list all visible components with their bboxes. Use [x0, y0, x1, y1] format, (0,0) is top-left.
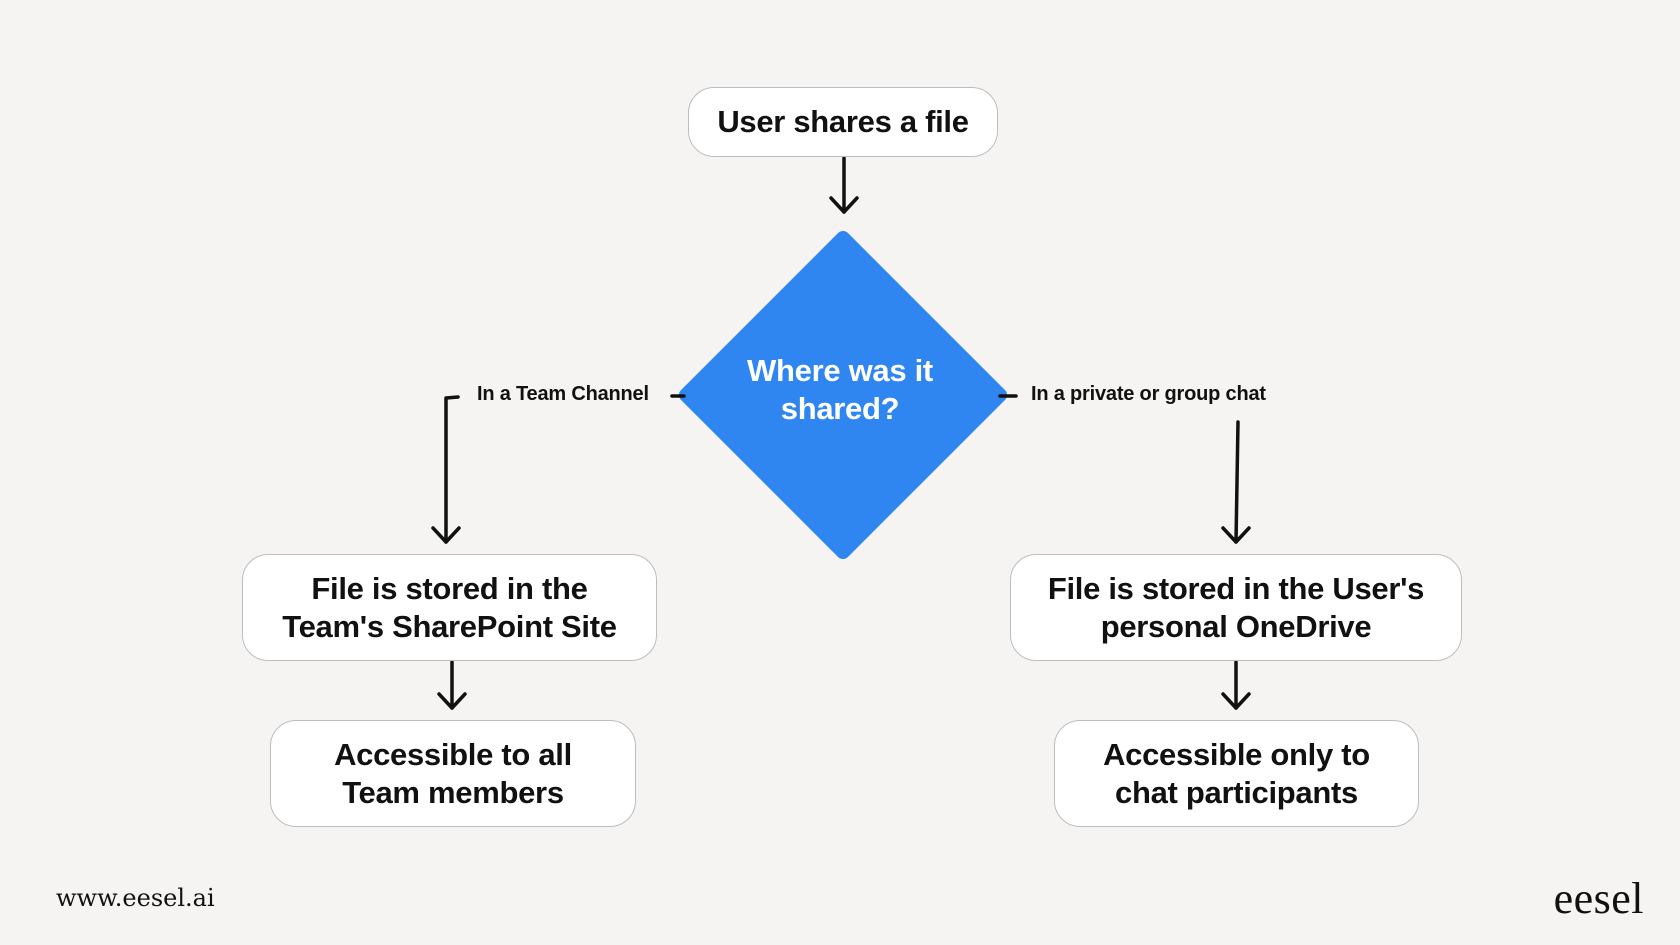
decision-label: Where was it shared? — [747, 353, 933, 426]
connector-left-branch — [444, 395, 460, 544]
start-node-label: User shares a file — [717, 104, 969, 139]
edge-label-left: In a Team Channel — [477, 383, 649, 405]
right-storage-label: File is stored in the User's personal On… — [1047, 570, 1425, 644]
connector-right-branch — [1234, 420, 1240, 544]
arrowhead-right-branch — [1221, 526, 1251, 544]
left-access-node: Accessible to all Team members — [270, 720, 636, 827]
left-access-label: Accessible to all Team members — [334, 736, 572, 810]
arrowhead-left-branch — [431, 526, 461, 544]
footer-url: www.eesel.ai — [56, 884, 215, 912]
left-storage-label: File is stored in the Team's SharePoint … — [282, 570, 617, 644]
arrowhead-left-storage-to-access — [437, 692, 467, 710]
right-access-node: Accessible only to chat participants — [1054, 720, 1419, 827]
arrowhead-start-to-decision — [829, 196, 859, 214]
eesel-logo: eesel — [1553, 874, 1644, 923]
left-storage-node: File is stored in the Team's SharePoint … — [242, 554, 657, 661]
decision-diamond — [679, 231, 1007, 559]
right-storage-node: File is stored in the User's personal On… — [1010, 554, 1462, 661]
arrowhead-right-storage-to-access — [1221, 692, 1251, 710]
start-node: User shares a file — [688, 87, 998, 157]
right-access-label: Accessible only to chat participants — [1103, 736, 1370, 810]
edge-label-right: In a private or group chat — [1031, 383, 1266, 405]
